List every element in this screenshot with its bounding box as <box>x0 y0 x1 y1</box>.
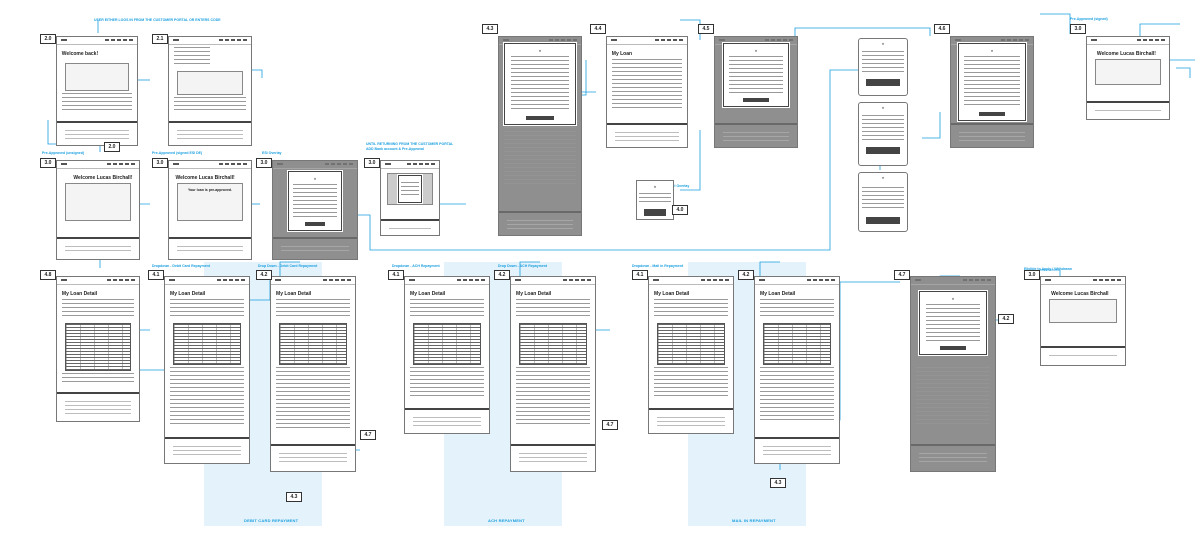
screen-4-1-mail: My Loan Detail <box>648 276 734 434</box>
mini-modal-2: × <box>858 102 908 166</box>
note-esi-overlay: ESI Overlay <box>262 151 282 155</box>
note-until-returning: UNTIL RETURNING FROM THE CUSTOMER PORTAL <box>366 142 454 146</box>
screen-4-4-my-loan: My Loan <box>606 36 688 148</box>
screen-tag: 3.0 <box>364 158 380 168</box>
screen-tag: 4.2 <box>494 270 510 280</box>
note-mail-pre: Dropdown - Mail in Repayment <box>632 264 684 268</box>
screen-tag: 4.8 <box>40 270 56 280</box>
loan-detail-title: My Loan Detail <box>516 291 552 297</box>
screen-3-0-esi-overlay: × <box>272 160 358 260</box>
lane-label-debit: DEBIT CARD REPAYMENT <box>244 518 299 523</box>
screen-3-0-eligible: Welcome Lucas Birchall <box>1040 276 1126 366</box>
screen-tag: 3.0 <box>256 158 272 168</box>
note-pre-approved-signed: Pre-Approved (signed ESI DE) <box>152 151 203 155</box>
screen-4-3-signature: × <box>498 36 582 236</box>
screen-tag: 2.1 <box>152 34 168 44</box>
screen-tag: 4.5 <box>698 24 714 34</box>
note-top-left: USER EITHER LOGS IN FROM THE CUSTOMER PO… <box>94 18 221 22</box>
screen-tag: 4.1 <box>632 270 648 280</box>
screen-4-2-ach: My Loan Detail <box>510 276 596 472</box>
lane-label-ach: ACH REPAYMENT <box>488 518 525 523</box>
welcome-lucas-title: Welcome Lucas Birchall! <box>1096 51 1156 57</box>
mini-modal-1: × <box>858 38 908 96</box>
note-ach-done: Drop Down - ACH Repayment <box>498 264 548 268</box>
loan-preapproved-text: Your loan is pre-approved. <box>187 188 233 192</box>
loan-detail-title: My Loan Detail <box>410 291 446 297</box>
screen-3-0-preapproved-signed: Welcome Lucas Birchall! Your loan is pre… <box>168 160 252 260</box>
screen-3-0-returning <box>380 160 440 236</box>
signature-modal: × <box>503 43 577 125</box>
screen-tag: 2.0 <box>104 142 120 152</box>
note-debit-pre: Dropdown - Debit Card Repayment <box>152 264 210 268</box>
cancel-modal: × <box>919 291 987 355</box>
screen-tag: 3.0 <box>1070 24 1086 34</box>
screen-4-2-debit: My Loan Detail <box>270 276 356 472</box>
screen-tag: 4.2 <box>998 314 1014 324</box>
welcome-lucas-title: Welcome Lucas Birchall! <box>73 175 133 181</box>
screen-tag: 4.6 <box>934 24 950 34</box>
screen-tag: 4.3 <box>286 492 302 502</box>
loan-detail-title: My Loan Detail <box>276 291 312 297</box>
screen-tag: 3.0 <box>1024 270 1040 280</box>
screen-tag: 4.2 <box>738 270 754 280</box>
screen-tag: 4.4 <box>590 24 606 34</box>
note-pre-approved-signed-top: Pre-Approved (signed) <box>1070 17 1108 21</box>
screen-4-5-overlay: × <box>714 36 798 148</box>
screen-3-0-welcome-signed: Welcome Lucas Birchall! <box>1086 36 1170 120</box>
loan-detail-title: My Loan Detail <box>170 291 206 297</box>
loan-detail-title: My Loan Detail <box>654 291 690 297</box>
screen-4-1-ach: My Loan Detail <box>404 276 490 434</box>
my-loan-title: My Loan <box>611 51 633 57</box>
screen-4-2-mail: My Loan Detail <box>754 276 840 464</box>
screen-4-6-overlay: × <box>950 36 1034 148</box>
note-ach-pre: Dropdown - ACH Repayment <box>392 264 440 268</box>
screen-2-1 <box>168 36 252 146</box>
welcome-lucas-title: Welcome Lucas Birchall! <box>175 175 235 181</box>
welcome-lucas-title: Welcome Lucas Birchall <box>1051 291 1109 297</box>
screen-tag: 2.0 <box>40 34 56 44</box>
loan-detail-title: My Loan Detail <box>61 291 98 297</box>
note-cancel-overlay: Cancel Overlay <box>664 184 690 188</box>
screen-3-0-preapproved-unsigned: Welcome Lucas Birchall! <box>56 160 140 260</box>
mini-modal-3: × <box>858 172 908 232</box>
loan-detail-title: My Loan Detail <box>760 291 796 297</box>
screen-tag: 4.7 <box>894 270 910 280</box>
screen-4-7-cancel: × <box>910 276 996 472</box>
screen-4-8-loan-detail: My Loan Detail <box>56 276 140 422</box>
screen-tag: 3.0 <box>152 158 168 168</box>
screen-tag: 4.3 <box>482 24 498 34</box>
note-add-routing: ADD Bank account & Pre-Approval <box>366 147 424 151</box>
note-pre-approved-unsigned: Pre-Approved (unsigned) <box>42 151 85 155</box>
screen-tag: 4.1 <box>388 270 404 280</box>
screen-tag: 4.7 <box>360 430 376 440</box>
esi-modal: × <box>288 171 342 231</box>
screen-2-0-login: Welcome back! <box>56 36 138 146</box>
screen-tag: 4.7 <box>602 420 618 430</box>
screen-4-1-debit: My Loan Detail <box>164 276 250 464</box>
screen-tag: 4.2 <box>256 270 272 280</box>
welcome-back-title: Welcome back! <box>61 51 99 57</box>
lane-label-mail: MAIL IN REPAYMENT <box>732 518 776 523</box>
screen-tag: 4.3 <box>770 478 786 488</box>
screen-tag: 3.0 <box>40 158 56 168</box>
note-debit-done: Drop Down - Debit Card Repayment <box>258 264 318 268</box>
note-eligible: Eligible to Apply / Withdrawn <box>1024 267 1073 271</box>
screen-tag: 4.1 <box>148 270 164 280</box>
screen-4-0-cancel-overlay: × <box>636 180 674 220</box>
screen-tag: 4.0 <box>672 205 688 215</box>
